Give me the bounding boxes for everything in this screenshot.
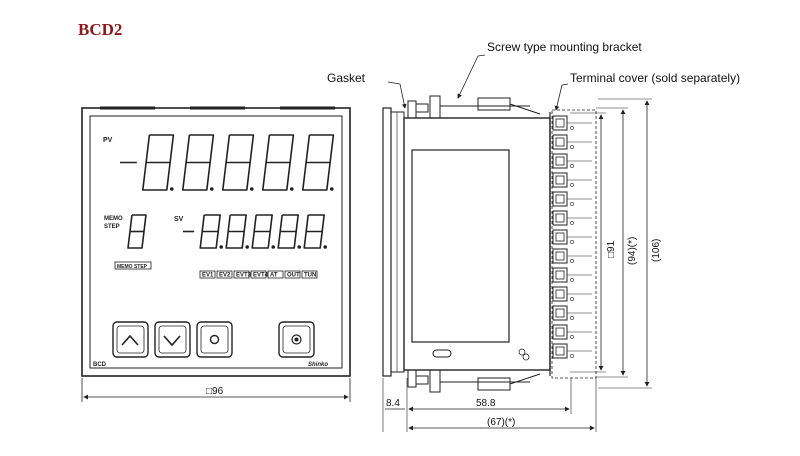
dim-panel-thickness: 8.4 [386, 398, 400, 409]
brand-label: Shinko [308, 362, 328, 368]
indicator-4: AT [270, 273, 278, 279]
dim-depth-total: (67)(*) [487, 417, 515, 428]
step-label: STEP [104, 224, 120, 230]
indicator-5: OUT [287, 273, 300, 279]
up-key[interactable] [112, 321, 149, 358]
chevron-down-icon [163, 335, 181, 347]
pv-label: PV [103, 137, 113, 144]
dim-h-106: (106) [651, 239, 662, 262]
sv-label: SV [174, 216, 184, 223]
side-window [411, 149, 510, 343]
down-key[interactable] [154, 321, 191, 358]
top-bracket [407, 95, 541, 119]
mode-key[interactable] [196, 321, 233, 358]
front-panel-edge [382, 107, 392, 377]
indicator-0: EV1 [202, 273, 214, 279]
circle-icon [209, 334, 220, 345]
terminal-cover-outline [551, 109, 597, 379]
terminal-block [549, 112, 592, 376]
gasket-label: Gasket [327, 71, 366, 85]
dim-h-94: (94)(*) [627, 237, 638, 265]
bracket-label: Screw type mounting bracket [487, 40, 642, 54]
memo-step-box [114, 261, 152, 270]
chevron-up-icon [121, 334, 139, 346]
model-label: BCD [93, 362, 107, 368]
step-display [127, 214, 147, 249]
memo-step-box-label: MEMO STEP [117, 264, 148, 270]
case-body [403, 117, 551, 371]
memo-label: MEMO [104, 216, 123, 222]
dim-depth: 58.8 [476, 398, 496, 409]
bottom-bracket [407, 369, 541, 393]
front-bezel-inner [89, 115, 343, 369]
indicator-2: EVT3 [236, 273, 252, 279]
dim-h-91: □91 [606, 240, 617, 258]
pv-display [120, 134, 335, 191]
sv-display [183, 214, 328, 249]
indicator-3: EVT4 [253, 273, 269, 279]
side-view: Gasket Screw type mounting bracket Termi… [327, 40, 740, 432]
indicator-6: TUN [304, 273, 316, 279]
indicator-1: EV2 [219, 273, 231, 279]
power-key[interactable] [278, 321, 315, 358]
terminal-cover-label: Terminal cover (sold separately) [570, 71, 740, 85]
gasket [390, 111, 405, 373]
dim-width-front: □96 [206, 386, 224, 397]
page-title: BCD2 [78, 20, 123, 39]
power-icon [291, 334, 302, 345]
